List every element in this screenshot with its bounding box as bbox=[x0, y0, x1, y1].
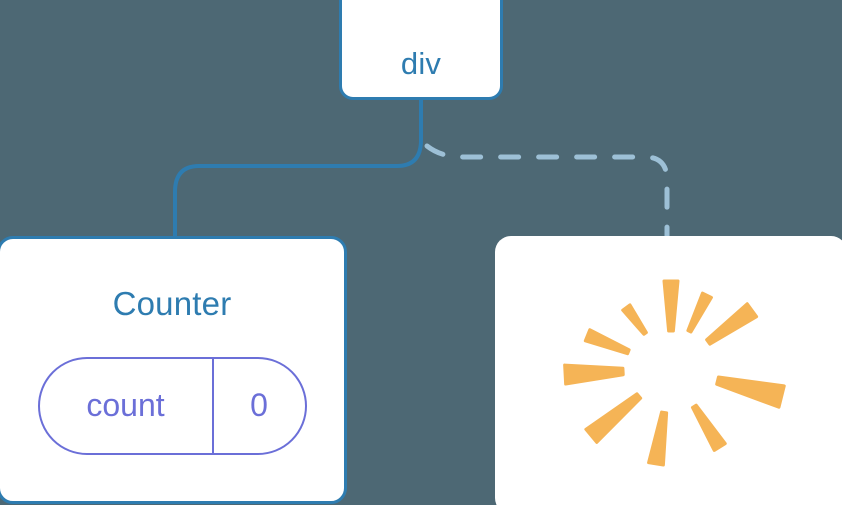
burst-ray-7 bbox=[690, 403, 727, 452]
state-badge-divider bbox=[211, 359, 214, 453]
state-value-label: 0 bbox=[250, 387, 268, 423]
node-burst[interactable] bbox=[495, 236, 842, 505]
node-counter[interactable]: Counter count 0 bbox=[0, 236, 347, 504]
node-counter-label: Counter bbox=[112, 285, 232, 322]
burst-ray-8 bbox=[715, 375, 786, 409]
burst-ray-9 bbox=[705, 302, 759, 346]
burst-ray-3 bbox=[583, 328, 631, 356]
burst-ray-2 bbox=[621, 303, 648, 336]
node-div[interactable]: div bbox=[339, 0, 503, 100]
edge-div-to-burst bbox=[424, 143, 670, 242]
edge-div-to-counter bbox=[173, 98, 423, 241]
burst-ray-10 bbox=[686, 291, 713, 334]
sparkle-burst-icon bbox=[563, 279, 786, 467]
state-badge-count[interactable]: count 0 bbox=[37, 357, 307, 455]
node-div-label: div bbox=[400, 46, 442, 81]
burst-ray-6 bbox=[647, 410, 669, 467]
burst-ray-1 bbox=[662, 279, 680, 333]
burst-ray-5 bbox=[584, 392, 643, 444]
burst-ray-4 bbox=[563, 363, 625, 386]
state-key-label: count bbox=[86, 387, 165, 423]
